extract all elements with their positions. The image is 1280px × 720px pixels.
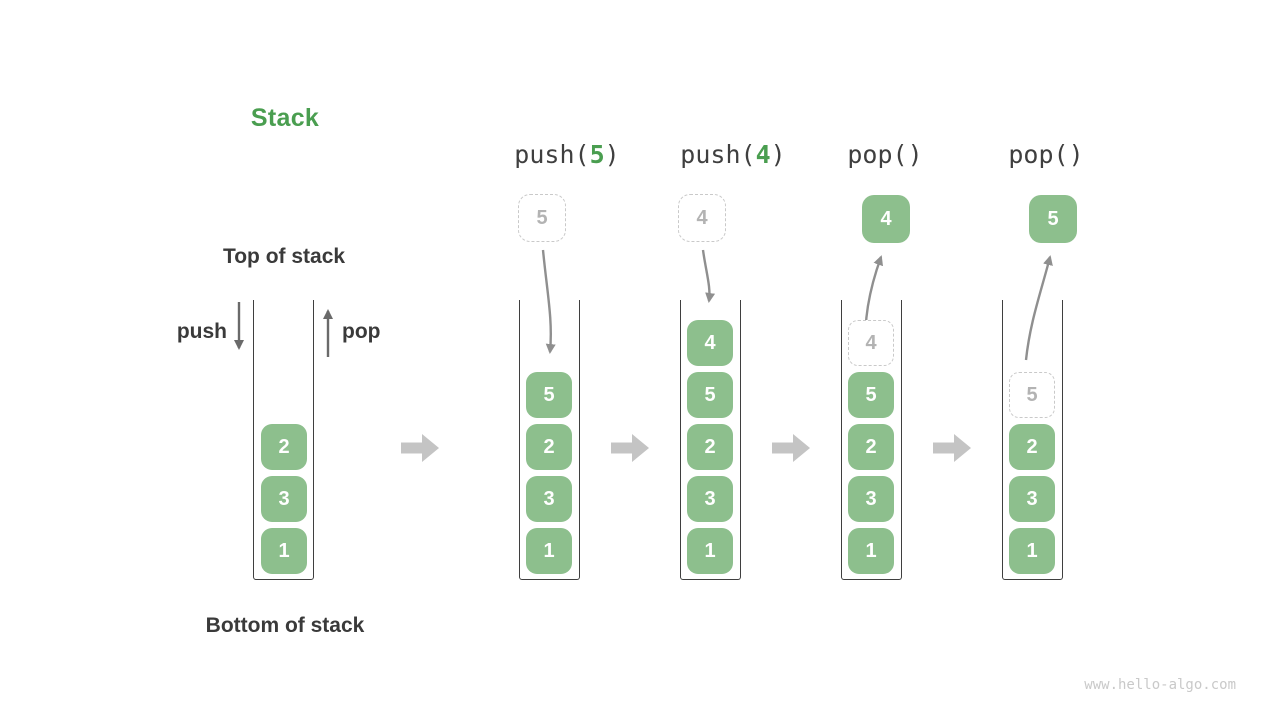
stack-item-removed: 4 [848, 320, 894, 366]
stack-item: 2 [526, 424, 572, 470]
bottom-of-stack-label: Bottom of stack [205, 614, 365, 637]
popped-value-box: 5 [1029, 195, 1077, 243]
pending-value-box: 5 [518, 194, 566, 242]
op-arg: 4 [755, 140, 771, 169]
op-text: push( [680, 140, 756, 169]
operation-label-push5: push(5) [467, 140, 667, 169]
stack-item: 5 [687, 372, 733, 418]
stack-item: 3 [526, 476, 572, 522]
step-arrow-icon [933, 434, 971, 462]
pending-value-box: 4 [678, 194, 726, 242]
op-text: push( [514, 140, 590, 169]
stack-container-after-push4 [680, 300, 741, 580]
stack-item-removed: 5 [1009, 372, 1055, 418]
popped-value-box: 4 [862, 195, 910, 243]
op-text: ) [770, 140, 786, 169]
step-arrow-icon [611, 434, 649, 462]
stack-container-after-pop5 [1002, 300, 1063, 580]
stack-item: 2 [261, 424, 307, 470]
step-arrow-icon [401, 434, 439, 462]
top-of-stack-label: Top of stack [222, 245, 346, 268]
stack-item: 5 [848, 372, 894, 418]
stack-container-initial [253, 300, 314, 580]
operation-label-pop-2: pop() [946, 140, 1146, 169]
stack-item: 1 [261, 528, 307, 574]
op-text: pop() [1008, 140, 1084, 169]
pop-label: pop [342, 320, 381, 343]
diagram-title: Stack [250, 104, 320, 132]
op-text: ) [604, 140, 620, 169]
op-text: pop() [847, 140, 923, 169]
stack-item: 1 [1009, 528, 1055, 574]
stack-item: 2 [1009, 424, 1055, 470]
stack-item: 3 [1009, 476, 1055, 522]
stack-item: 3 [848, 476, 894, 522]
stack-item: 5 [526, 372, 572, 418]
stack-item: 3 [261, 476, 307, 522]
stack-item: 2 [848, 424, 894, 470]
stack-container-after-pop4 [841, 300, 902, 580]
stack-item: 4 [687, 320, 733, 366]
stack-item: 3 [687, 476, 733, 522]
push4-arrow-icon [701, 249, 716, 303]
stack-container-after-push5 [519, 300, 580, 580]
stack-item: 1 [526, 528, 572, 574]
operation-label-push4: push(4) [633, 140, 833, 169]
site-watermark: www.hello-algo.com [1084, 677, 1236, 693]
step-arrow-icon [772, 434, 810, 462]
operation-label-pop-1: pop() [785, 140, 985, 169]
stack-item: 2 [687, 424, 733, 470]
stack-item: 1 [687, 528, 733, 574]
push-label: push [176, 320, 227, 343]
op-arg: 5 [589, 140, 605, 169]
stack-item: 1 [848, 528, 894, 574]
